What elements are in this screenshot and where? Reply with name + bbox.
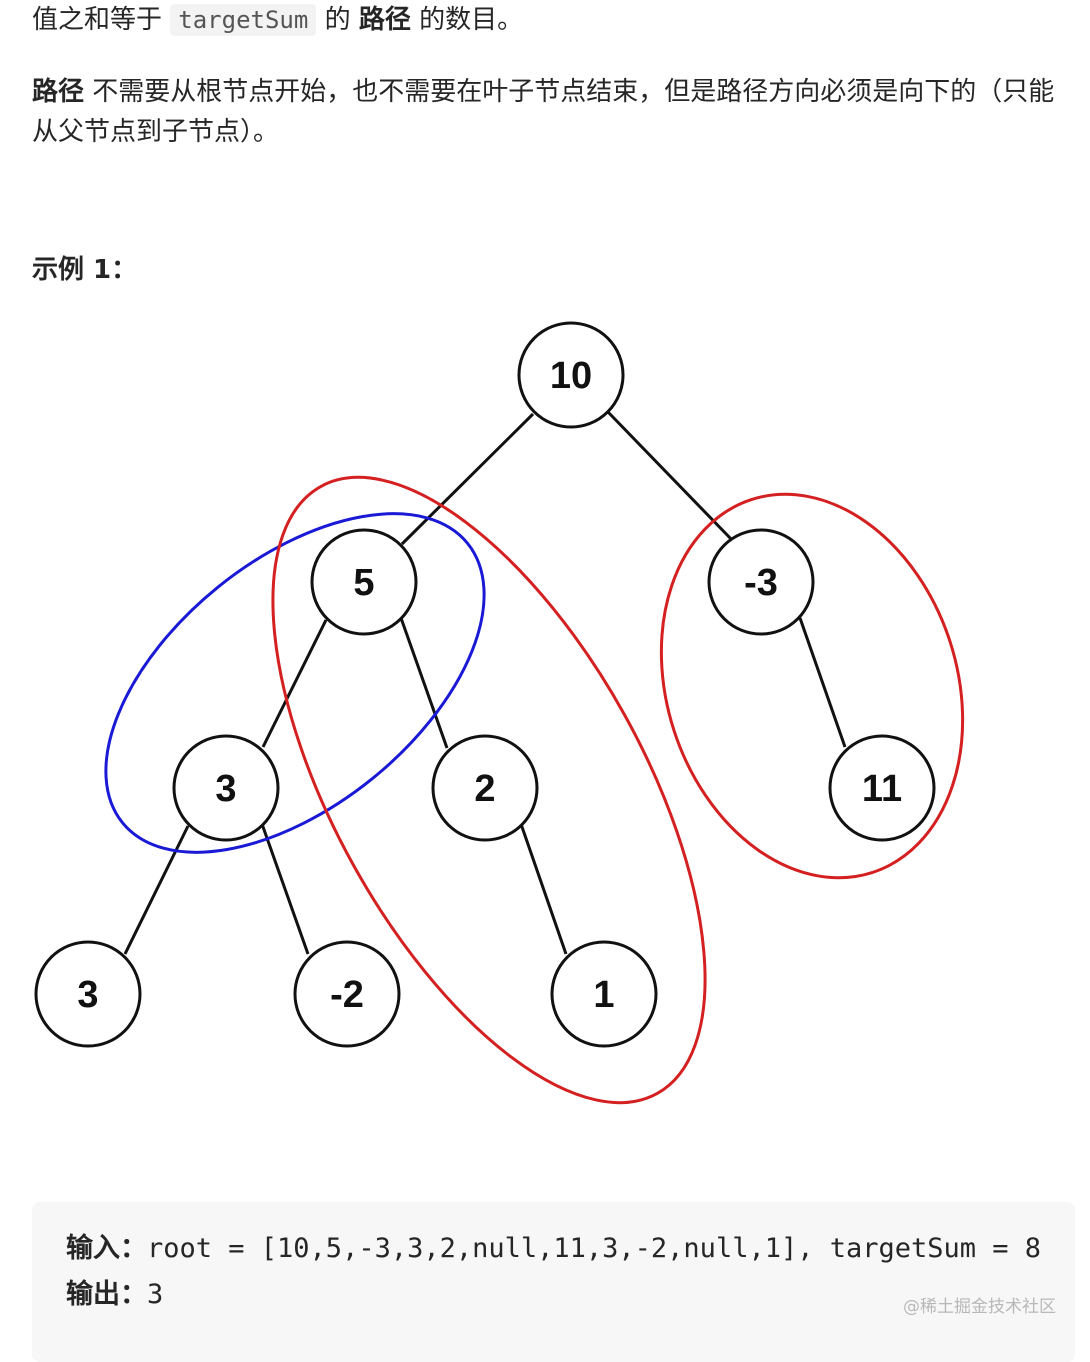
node-circle-10 — [517, 321, 625, 429]
edge-10-5 — [400, 412, 535, 546]
binary-tree-diagram: 10 5 -3 3 2 11 3 -2 1 — [34, 321, 965, 1105]
node-circle-1 — [550, 940, 658, 1048]
path-highlight-blue — [104, 512, 486, 854]
intro-suffix: 的数目。 — [419, 5, 524, 35]
path-highlight-red-right — [659, 492, 965, 880]
node-circle-2 — [431, 734, 539, 842]
node-label-m2: -2 — [330, 974, 364, 1016]
example-title: 示例 1： — [32, 255, 138, 285]
edge-10-m3 — [606, 410, 735, 543]
intro-bold-path: 路径 — [358, 5, 411, 35]
edge-5-3 — [261, 619, 328, 748]
edge-3-m2 — [260, 823, 310, 955]
node-label-2: 2 — [474, 768, 495, 810]
node-circle-m3 — [707, 528, 815, 636]
node-label-3a: 3 — [215, 768, 236, 810]
tree-edges — [123, 410, 847, 955]
edge-5-2 — [399, 617, 449, 749]
watermark: @稀土掘金技术社区 — [903, 1297, 1056, 1317]
path-note-text: 不需要从根节点开始，也不需要在叶子节点结束，但是路径方向必须是向下的（只能从父节… — [32, 77, 1055, 147]
path-note: 路径 不需要从根节点开始，也不需要在叶子节点结束，但是路径方向必须是向下的（只能… — [32, 72, 1077, 152]
node-label-10: 10 — [550, 355, 592, 397]
node-circle-3a — [172, 734, 280, 842]
path-highlight-red-left — [271, 475, 707, 1105]
node-circle-m2 — [293, 940, 401, 1048]
node-circle-3b — [34, 940, 142, 1048]
node-label-m3: -3 — [744, 562, 778, 604]
output-label: 输出： — [66, 1279, 147, 1310]
node-label-5: 5 — [353, 562, 374, 604]
example-code-block: 输入：root = [10,5,-3,3,2,null,11,3,-2,null… — [32, 1202, 1075, 1362]
node-label-1: 1 — [593, 974, 614, 1016]
path-note-bold: 路径 — [32, 77, 85, 107]
node-circle-5 — [310, 528, 418, 636]
intro-line: 值之和等于 targetSum 的 路径 的数目。 — [32, 0, 523, 40]
intro-prefix: 值之和等于 — [32, 5, 163, 35]
edge-2-1 — [519, 823, 568, 955]
edge-m3-11 — [798, 617, 847, 748]
input-value: root = [10,5,-3,3,2,null,11,3,-2,null,1]… — [147, 1233, 1042, 1264]
input-label: 输入： — [66, 1233, 147, 1264]
inline-code-targetsum: targetSum — [170, 4, 317, 36]
intro-mid: 的 — [324, 5, 351, 35]
node-label-3b: 3 — [77, 974, 98, 1016]
node-label-11: 11 — [862, 768, 902, 810]
output-value: 3 — [147, 1279, 164, 1310]
node-circle-11 — [828, 734, 936, 842]
tree-nodes — [34, 321, 936, 1048]
code-text: 输入：root = [10,5,-3,3,2,null,11,3,-2,null… — [66, 1226, 1056, 1318]
edge-3-3 — [123, 825, 190, 955]
